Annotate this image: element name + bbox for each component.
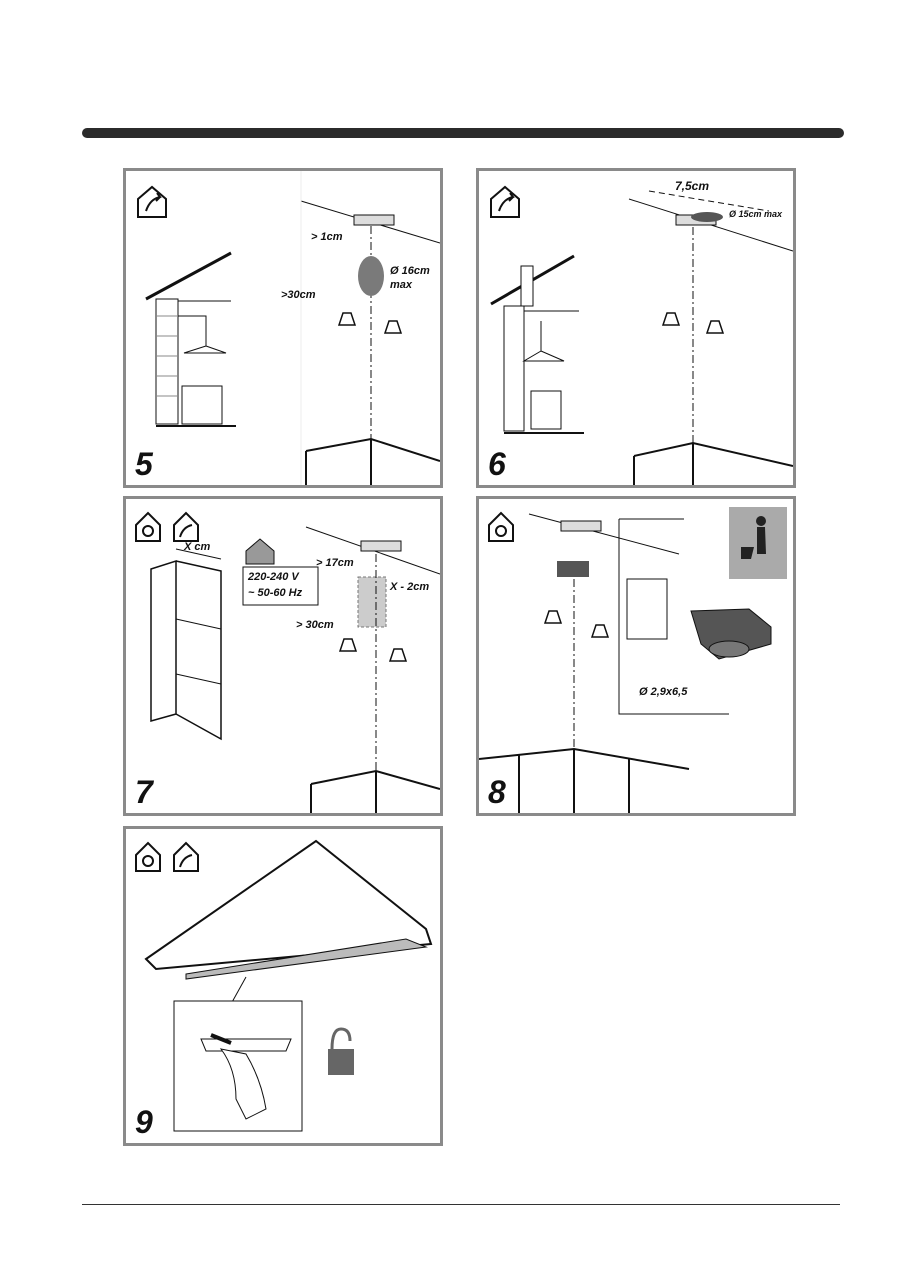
- gap-bottom-label: >30cm: [281, 289, 316, 301]
- figure-9: 9: [123, 826, 443, 1146]
- frequency-label: ~ 50-60 Hz: [248, 587, 303, 599]
- gap-top-label: > 17cm: [316, 557, 354, 569]
- recirculation-mode-icon: [488, 511, 514, 542]
- adapter-mounting-drawing: [479, 507, 787, 813]
- ducted-ceiling-drawing: [490, 185, 793, 485]
- footer-rule: [82, 1204, 840, 1205]
- recirculation-mode-icon: [135, 511, 161, 542]
- offset-label: X - 2cm: [390, 581, 430, 593]
- gap-bottom-label: > 30cm: [296, 619, 334, 631]
- ducted-mode-icon: [490, 185, 520, 218]
- max-label: max: [390, 279, 413, 291]
- figure-6: 7,5cm Ø 15cm max 6: [476, 168, 796, 488]
- figure-number: 6: [488, 446, 506, 482]
- figure-number: 8: [488, 774, 506, 810]
- width-label: X cm: [184, 541, 211, 553]
- figure-number: 7: [135, 774, 153, 810]
- chimney-measure-drawing: [135, 511, 440, 813]
- figure-number: 5: [135, 446, 153, 482]
- figure-5: > 1cm Ø 16cm max >30cm 5: [123, 168, 443, 488]
- voltage-label: 220-240 V: [248, 571, 299, 583]
- figure-8: Ø 2,9x6,5 8: [476, 496, 796, 816]
- figure-number: 9: [135, 1104, 153, 1140]
- ducted-mode-icon: [173, 841, 199, 872]
- figure-7: X cm 220-240 V ~ 50-60 Hz > 17cm X - 2cm…: [123, 496, 443, 816]
- screw-size-label: Ø 2,9x6,5: [639, 686, 688, 698]
- filter-removal-drawing: [135, 839, 433, 1132]
- gap-top-label: > 1cm: [311, 231, 343, 243]
- offset-label: 7,5cm: [675, 179, 710, 193]
- diameter-label: Ø 16cm: [390, 265, 430, 277]
- diameter-label: Ø 15cm max: [729, 209, 783, 219]
- header-rule: [82, 128, 844, 138]
- recirculation-mode-icon: [135, 841, 161, 872]
- ducted-mode-icon: [137, 185, 167, 218]
- ducted-installation-drawing: [137, 171, 440, 485]
- ducted-mode-icon: [173, 511, 199, 542]
